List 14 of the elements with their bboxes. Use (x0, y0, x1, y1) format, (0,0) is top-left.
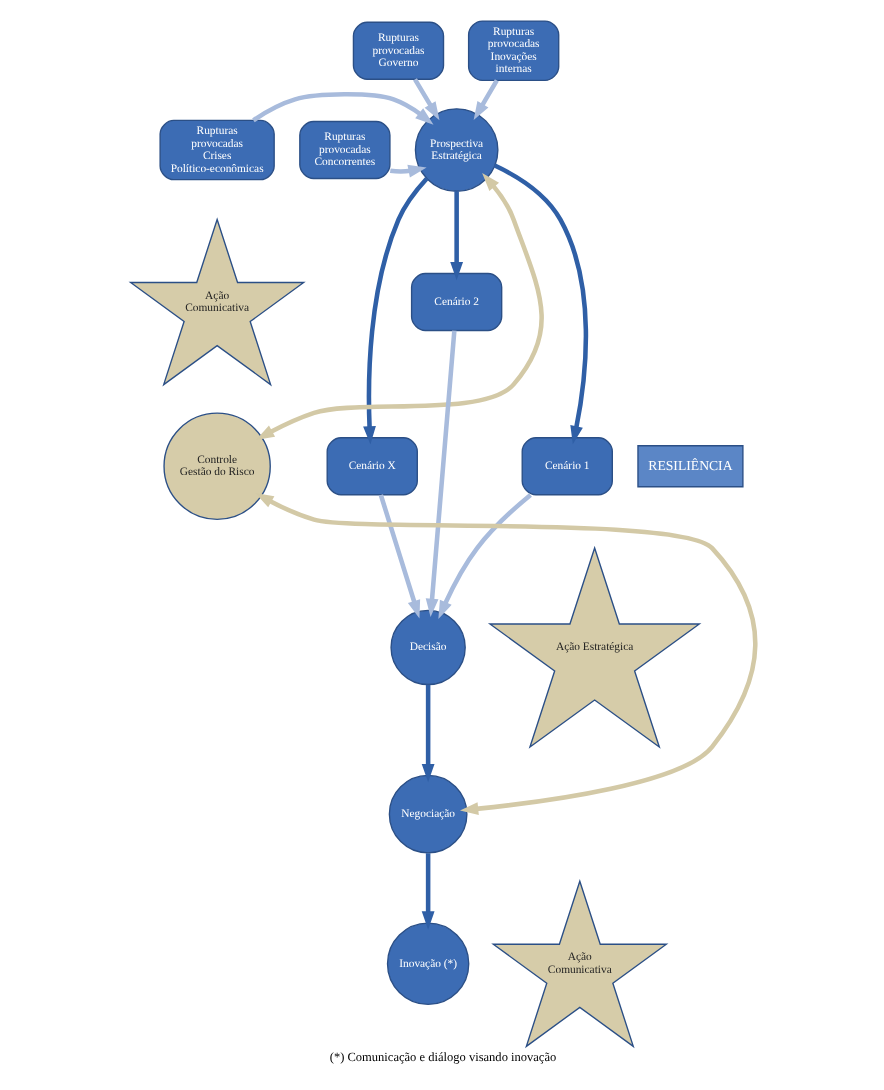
arrow (412, 78, 439, 121)
arrow (377, 494, 420, 619)
arrow (389, 164, 426, 178)
arrow (492, 163, 588, 445)
arrow (362, 176, 428, 445)
arrow (420, 684, 434, 783)
arrow (472, 79, 498, 120)
arrow (437, 493, 531, 619)
arrow (254, 173, 543, 440)
arrow (449, 191, 463, 281)
arrow (251, 92, 433, 125)
arrow (254, 492, 757, 816)
arrow (424, 330, 456, 617)
arrow (420, 853, 434, 930)
